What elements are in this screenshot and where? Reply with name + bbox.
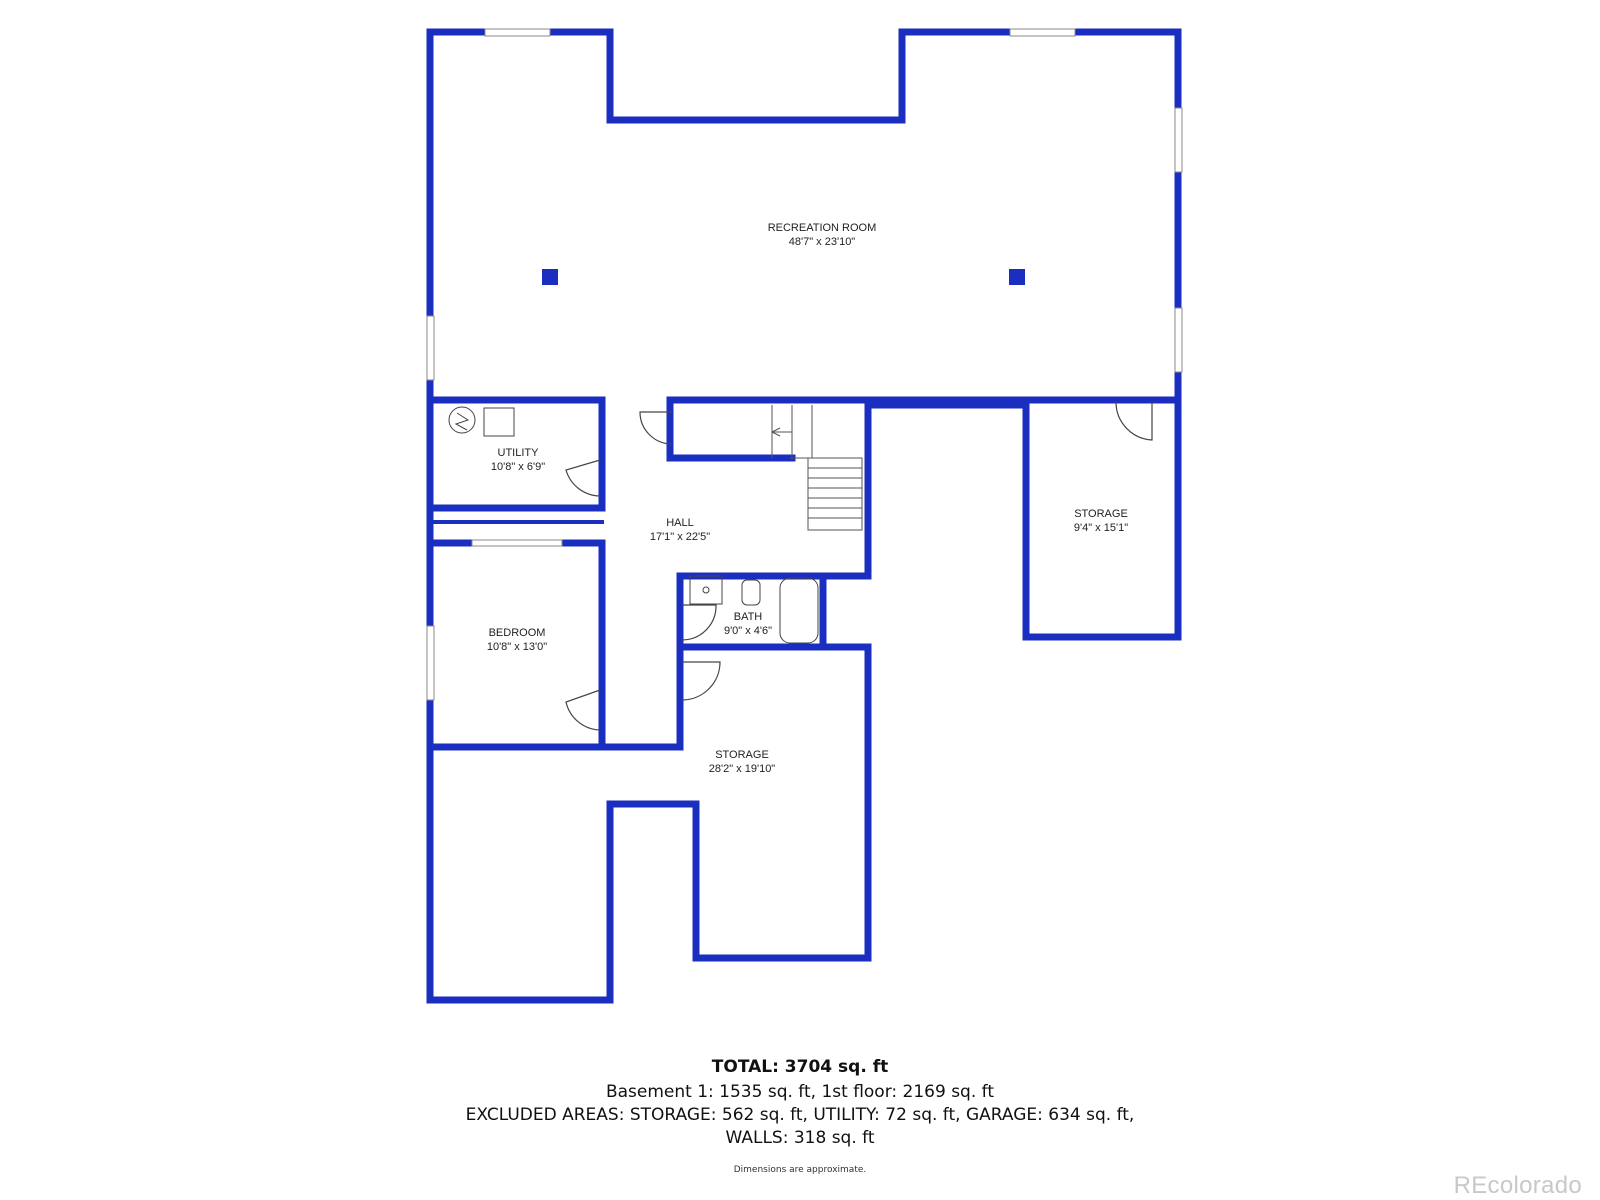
room-name-utility: UTILITY	[498, 447, 540, 459]
window	[1009, 28, 1076, 37]
wall-bath	[676, 572, 827, 651]
room-size-bath: 9'0" x 4'6"	[724, 625, 772, 637]
column	[542, 269, 558, 285]
window	[484, 28, 551, 37]
wall-left-outer	[426, 28, 1182, 1004]
room-size-hall: 17'1" x 22'5"	[650, 531, 710, 543]
room-name-bath: BATH	[734, 611, 763, 623]
room-name-recreation: RECREATION ROOM	[768, 222, 877, 234]
door-stairs	[639, 411, 673, 445]
door-bedroom	[565, 689, 601, 731]
window	[1174, 107, 1183, 173]
toilet	[741, 579, 761, 606]
window	[1174, 307, 1183, 373]
column	[1009, 269, 1025, 285]
room-size-recreation: 48'7" x 23'10"	[789, 236, 856, 248]
bathtub	[779, 577, 819, 644]
door-bath	[681, 604, 717, 641]
room-name-hall: HALL	[666, 517, 694, 529]
excluded-areas: EXCLUDED AREAS: STORAGE: 562 sq. ft, UTI…	[465, 1105, 1135, 1125]
room-size-bedroom: 10'8" x 13'0"	[487, 641, 547, 653]
door-storage	[681, 661, 721, 701]
furnace	[483, 407, 515, 437]
room-name-bedroom: BEDROOM	[489, 627, 546, 639]
walls-area: WALLS: 318 sq. ft	[725, 1128, 875, 1148]
wall-recreation-room	[426, 28, 1182, 404]
room-name-storage-right: STORAGE	[1074, 508, 1128, 520]
window	[426, 315, 435, 381]
wall-hall-storage	[598, 643, 827, 751]
total-area: TOTAL: 3704 sq. ft	[711, 1057, 889, 1077]
brand-watermark: REcolorado	[1453, 1172, 1582, 1199]
room-size-storage-bottom: 28'2" x 19'10"	[709, 763, 776, 775]
room-size-utility: 10'8" x 6'9"	[491, 461, 545, 473]
floor-areas: Basement 1: 1535 sq. ft, 1st floor: 2169…	[605, 1082, 995, 1102]
window	[471, 539, 563, 547]
window	[426, 625, 435, 701]
door-storage-right	[1115, 401, 1153, 441]
room-size-storage-right: 9'4" x 15'1"	[1074, 522, 1128, 534]
water-heater	[448, 406, 476, 434]
disclaimer-note: Dimensions are approximate.	[733, 1165, 867, 1175]
floor-plan: RECREATION ROOM 48'7" x 23'10" UTILITY 1…	[426, 28, 1183, 1004]
door-utility	[565, 459, 601, 497]
stairs	[771, 405, 863, 531]
room-name-storage-bottom: STORAGE	[715, 749, 769, 761]
wall-stairs	[666, 396, 796, 462]
sink	[689, 575, 723, 605]
wall-utility	[426, 396, 606, 512]
